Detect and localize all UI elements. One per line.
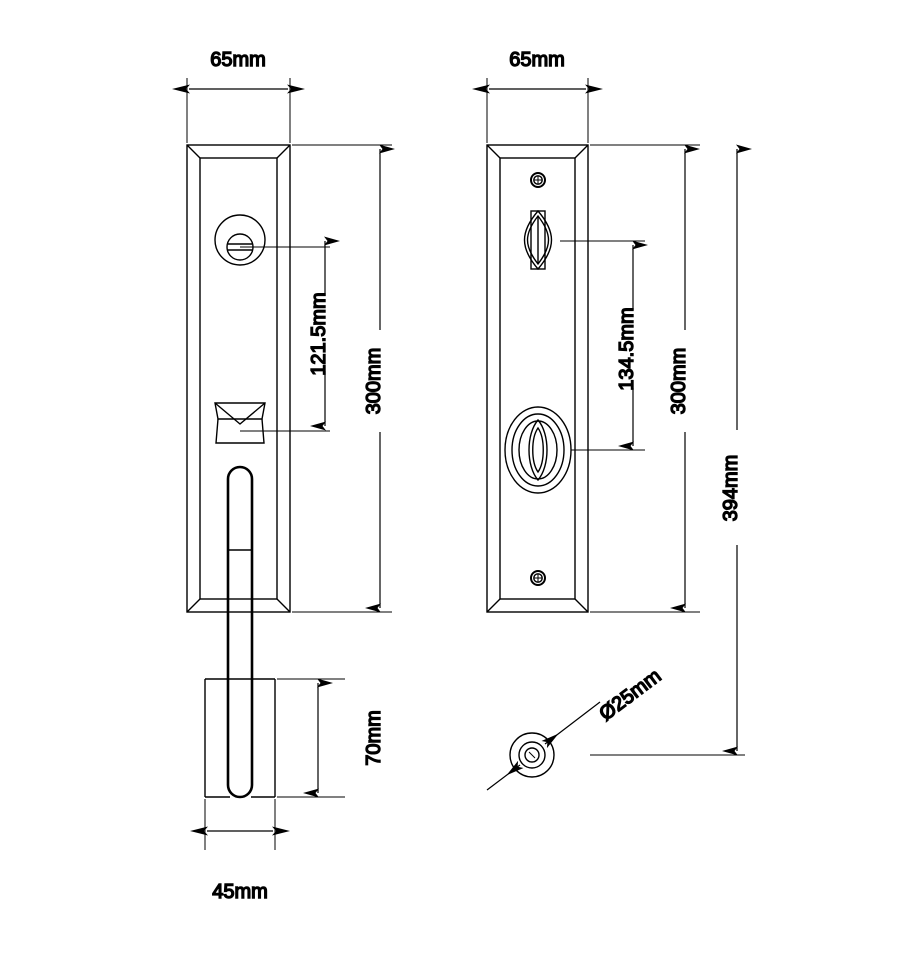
dim-label-overall-height: 394mm — [720, 455, 742, 522]
rosette — [504, 406, 572, 494]
handle-base-plate — [204, 678, 276, 798]
dim-rear-width — [472, 78, 603, 143]
screw-top — [530, 172, 546, 188]
dim-label-rear-plate-height: 300mm — [668, 348, 690, 415]
dim-label-lock-to-latch: 121.5mm — [308, 292, 330, 375]
front-escutcheon-plate — [186, 144, 291, 613]
dim-label-spindle-diameter: Ø25mm — [595, 665, 665, 725]
front-view-group: 65mm 121.5mm 300mm 70 — [172, 48, 395, 904]
rear-escutcheon-plate — [486, 144, 589, 613]
dim-label-base-plate-width: 45mm — [212, 881, 268, 903]
dim-front-width — [172, 78, 305, 143]
dim-base-plate-width — [190, 799, 290, 850]
spindle-section-view: Ø25mm — [486, 664, 666, 791]
lock-cylinder — [214, 214, 266, 266]
dim-label-turn-to-rosette: 134.5mm — [616, 307, 638, 390]
thumb-latch — [214, 402, 266, 444]
screw-bottom — [530, 570, 546, 586]
dim-label-front-width: 65mm — [210, 49, 266, 71]
thumb-turn — [523, 209, 553, 271]
dim-label-front-plate-height: 300mm — [363, 348, 385, 415]
dim-label-base-plate-height: 70mm — [363, 710, 385, 766]
grip-handle — [226, 465, 254, 799]
dim-label-rear-width: 65mm — [509, 49, 565, 71]
dim-spindle-diameter — [486, 701, 601, 791]
rear-view-group: 65mm 134.5mm 300mm — [472, 48, 752, 756]
